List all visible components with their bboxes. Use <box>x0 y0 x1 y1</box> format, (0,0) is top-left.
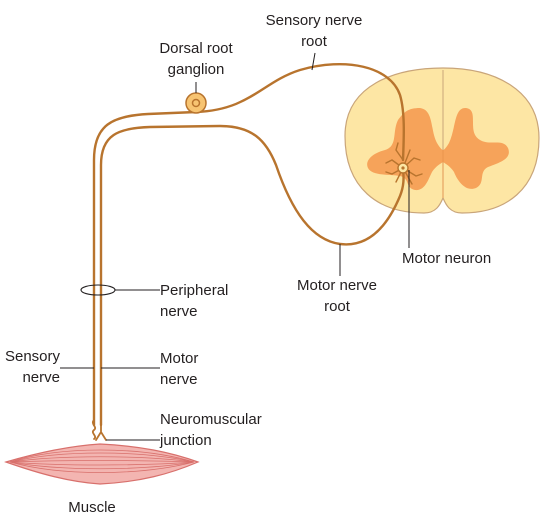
label-line: root <box>324 298 350 315</box>
label-line: Muscle <box>68 499 116 516</box>
motor-neuron-cell <box>385 142 423 185</box>
label-line: junction <box>160 432 212 449</box>
peripheral-nerve-ring <box>80 284 116 296</box>
label-line: Motor neuron <box>402 250 492 267</box>
label-peripheral-nerve: Peripheral nerve <box>160 280 228 322</box>
label-line: nerve <box>160 303 198 320</box>
label-line: Motor nerve <box>296 277 378 294</box>
muscle <box>4 443 200 485</box>
label-muscle: Muscle <box>68 497 116 518</box>
label-line: nerve <box>160 371 198 388</box>
label-line: Dorsal root <box>159 40 233 57</box>
leader-sensory-root <box>311 52 316 71</box>
label-sensory-nerve: Sensory nerve <box>0 346 60 388</box>
sensory-pathway <box>92 63 406 427</box>
label-line: Sensory <box>4 348 60 365</box>
sensory-ending <box>91 419 97 440</box>
label-line: Motor <box>160 350 199 367</box>
label-line: Neuromuscular <box>160 411 262 428</box>
label-line: ganglion <box>167 61 225 78</box>
label-motor-nerve-root: Motor nerve root <box>297 275 377 317</box>
motor-endplate <box>95 424 107 441</box>
label-neuromuscular-junction: Neuromuscular junction <box>160 409 262 451</box>
label-dorsal-root-ganglion: Dorsal root ganglion <box>159 38 232 80</box>
label-line: root <box>301 33 327 50</box>
label-line: nerve <box>22 369 60 386</box>
motor-pathway <box>99 124 405 427</box>
dorsal-root-ganglion <box>185 92 207 114</box>
leader-lines <box>60 52 410 441</box>
label-line: Peripheral <box>160 282 229 299</box>
spinal-cord-outline <box>344 67 540 214</box>
label-sensory-nerve-root: Sensory nerve root <box>266 10 363 52</box>
label-motor-neuron: Motor neuron <box>402 248 491 269</box>
label-motor-nerve: Motor nerve <box>160 348 198 390</box>
label-line: Sensory nerve <box>265 12 363 29</box>
spinal-cord-cross-section <box>344 67 540 214</box>
nerve-fibres <box>91 63 406 441</box>
